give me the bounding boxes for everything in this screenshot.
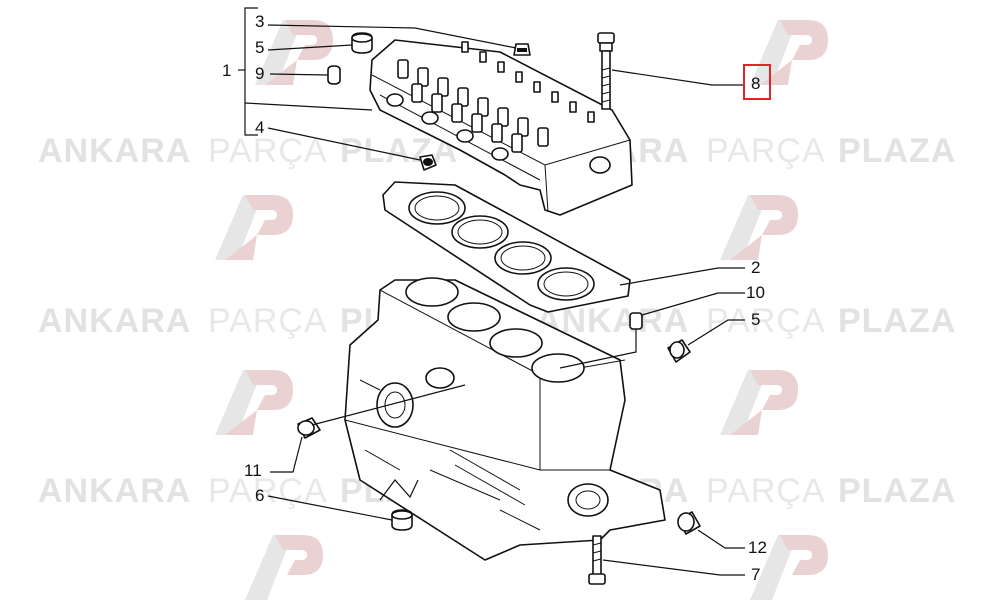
callout-7[interactable]: 7 — [751, 565, 760, 584]
part-5-plug-top[interactable] — [351, 32, 373, 54]
part-12-bushing[interactable] — [677, 511, 701, 535]
part-11-plug[interactable] — [297, 417, 321, 439]
part-10-dowel[interactable] — [629, 312, 643, 330]
watermark-word: PLAZA — [838, 472, 956, 510]
watermark-logo — [720, 195, 798, 260]
callout-12[interactable]: 12 — [748, 538, 767, 557]
part-5-plug-right[interactable] — [667, 339, 691, 363]
callout-labels: 1 3 5 9 4 8 2 10 5 11 6 12 7 — [222, 12, 771, 584]
engine-block[interactable] — [344, 277, 666, 561]
watermark-logo — [245, 535, 323, 600]
watermark-logo — [720, 370, 798, 435]
callout-9[interactable]: 9 — [255, 64, 264, 83]
part-4-nut[interactable] — [419, 154, 437, 171]
part-7-bolt[interactable] — [588, 535, 606, 585]
part-8-head-bolt[interactable] — [597, 32, 615, 110]
callout-11[interactable]: 11 — [244, 461, 262, 480]
callout-4[interactable]: 4 — [255, 118, 264, 137]
watermark-word: PARÇA — [706, 132, 826, 170]
watermark-logo — [255, 20, 333, 85]
callout-2[interactable]: 2 — [751, 258, 760, 277]
watermark-word: PLAZA — [838, 302, 956, 340]
watermark-logo — [750, 535, 828, 600]
part-6-plug[interactable] — [391, 509, 413, 531]
leader-lines — [238, 7, 745, 576]
watermark-word: PARÇA — [706, 472, 826, 510]
part-9-dowel[interactable] — [327, 65, 341, 85]
watermark-word: PARÇA — [208, 132, 328, 170]
watermark-logo — [750, 20, 828, 85]
watermark-word: ANKARA — [38, 132, 191, 170]
callout-8-highlighted[interactable]: 8 — [743, 64, 771, 100]
watermark-word: PLAZA — [838, 132, 956, 170]
watermark-word: PARÇA — [208, 302, 328, 340]
watermark-layer: ANKARA PARÇA PLAZA ANKARA PARÇA PLAZA AN… — [38, 20, 956, 600]
callout-8[interactable]: 8 — [751, 74, 760, 93]
watermark-word: ANKARA — [38, 302, 191, 340]
head-gasket[interactable] — [382, 181, 631, 313]
camshaft-studs — [461, 41, 595, 123]
highlight-box — [743, 64, 771, 100]
valve-springs — [397, 59, 549, 153]
watermark-logo — [215, 195, 293, 260]
cylinder-head[interactable] — [369, 39, 633, 216]
watermark-logo — [215, 370, 293, 435]
watermark-word: PARÇA — [706, 302, 826, 340]
callout-10[interactable]: 10 — [746, 283, 765, 302]
part-3-nut[interactable] — [513, 43, 531, 56]
callout-5-right[interactable]: 5 — [751, 310, 760, 329]
callout-1[interactable]: 1 — [222, 61, 231, 80]
callout-3[interactable]: 3 — [255, 12, 264, 31]
callout-5-top[interactable]: 5 — [255, 38, 264, 57]
watermark-word: ANKARA — [38, 472, 191, 510]
callout-6[interactable]: 6 — [255, 486, 264, 505]
